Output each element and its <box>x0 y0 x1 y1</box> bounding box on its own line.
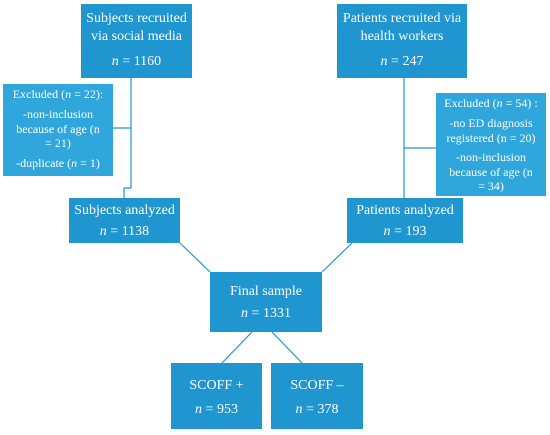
subjects-analyzed-box: Subjects analyzed n = 1138 <box>69 198 180 243</box>
scoff-positive-title: SCOFF + <box>189 378 244 393</box>
excluded-health-item2-l1: -non-inclusion <box>456 150 526 165</box>
excluded-health-box: Excluded (n = 54) : -no ED diagnosis reg… <box>436 93 546 196</box>
patients-analyzed-box: Patients analyzed n = 193 <box>347 198 463 243</box>
excluded-health-item1-l1: -no ED diagnosis <box>449 116 533 131</box>
scoff-negative-box: SCOFF – n = 378 <box>271 363 363 429</box>
excluded-health-item2-l2: because of age (n <box>449 164 533 179</box>
excluded-social-box: Excluded (n = 22): -non-inclusion becaus… <box>3 84 113 176</box>
excluded-health-header: Excluded (n = 54) : <box>444 96 538 110</box>
excluded-health-item2-l3: = 34) <box>478 178 504 193</box>
excluded-social-item1-l1: -non-inclusion <box>23 107 93 122</box>
connector-social-to-subjects <box>123 78 132 198</box>
scoff-negative-n: n = 378 <box>295 401 339 417</box>
health-title-line1: Patients recruited via <box>342 11 462 26</box>
final-sample-n: n = 1331 <box>241 305 291 321</box>
social-title-line2: via social media <box>91 28 182 44</box>
excluded-health-item1-l2: registered (n = 20) <box>446 130 536 145</box>
scoff-negative-title: SCOFF – <box>290 378 344 393</box>
patients-analyzed-n: n = 193 <box>383 223 427 239</box>
health-title-line2: health workers <box>360 28 444 44</box>
excluded-social-item1-l3: = 21) <box>45 136 71 151</box>
connector-patients-to-final <box>321 242 353 273</box>
subjects-analyzed-title: Subjects analyzed <box>74 203 175 218</box>
patients-analyzed-title: Patients analyzed <box>356 203 454 218</box>
connector-final-to-scoff-pos <box>221 331 253 364</box>
social-n: n = 1160 <box>111 54 162 69</box>
social-media-box: Subjects recruited via social media n = … <box>81 4 192 78</box>
connector-final-to-scoff-neg <box>271 331 303 364</box>
excluded-social-header: Excluded (n = 22): <box>12 87 104 101</box>
social-title-line1: Subjects recruited <box>86 11 187 26</box>
excluded-social-item1-l2: because of age (n <box>16 121 100 136</box>
final-sample-box: Final sample n = 1331 <box>210 272 322 332</box>
subjects-analyzed-n: n = 1138 <box>99 223 150 239</box>
excluded-social-item2: -duplicate (n = 1) <box>16 155 100 170</box>
scoff-positive-n: n = 953 <box>195 401 238 417</box>
health-n: n = 247 <box>380 54 424 69</box>
final-sample-title: Final sample <box>230 284 302 299</box>
health-workers-box: Patients recruited via health workers n … <box>337 4 467 78</box>
connector-subjects-to-final <box>179 242 211 273</box>
scoff-positive-box: SCOFF + n = 953 <box>171 363 262 429</box>
